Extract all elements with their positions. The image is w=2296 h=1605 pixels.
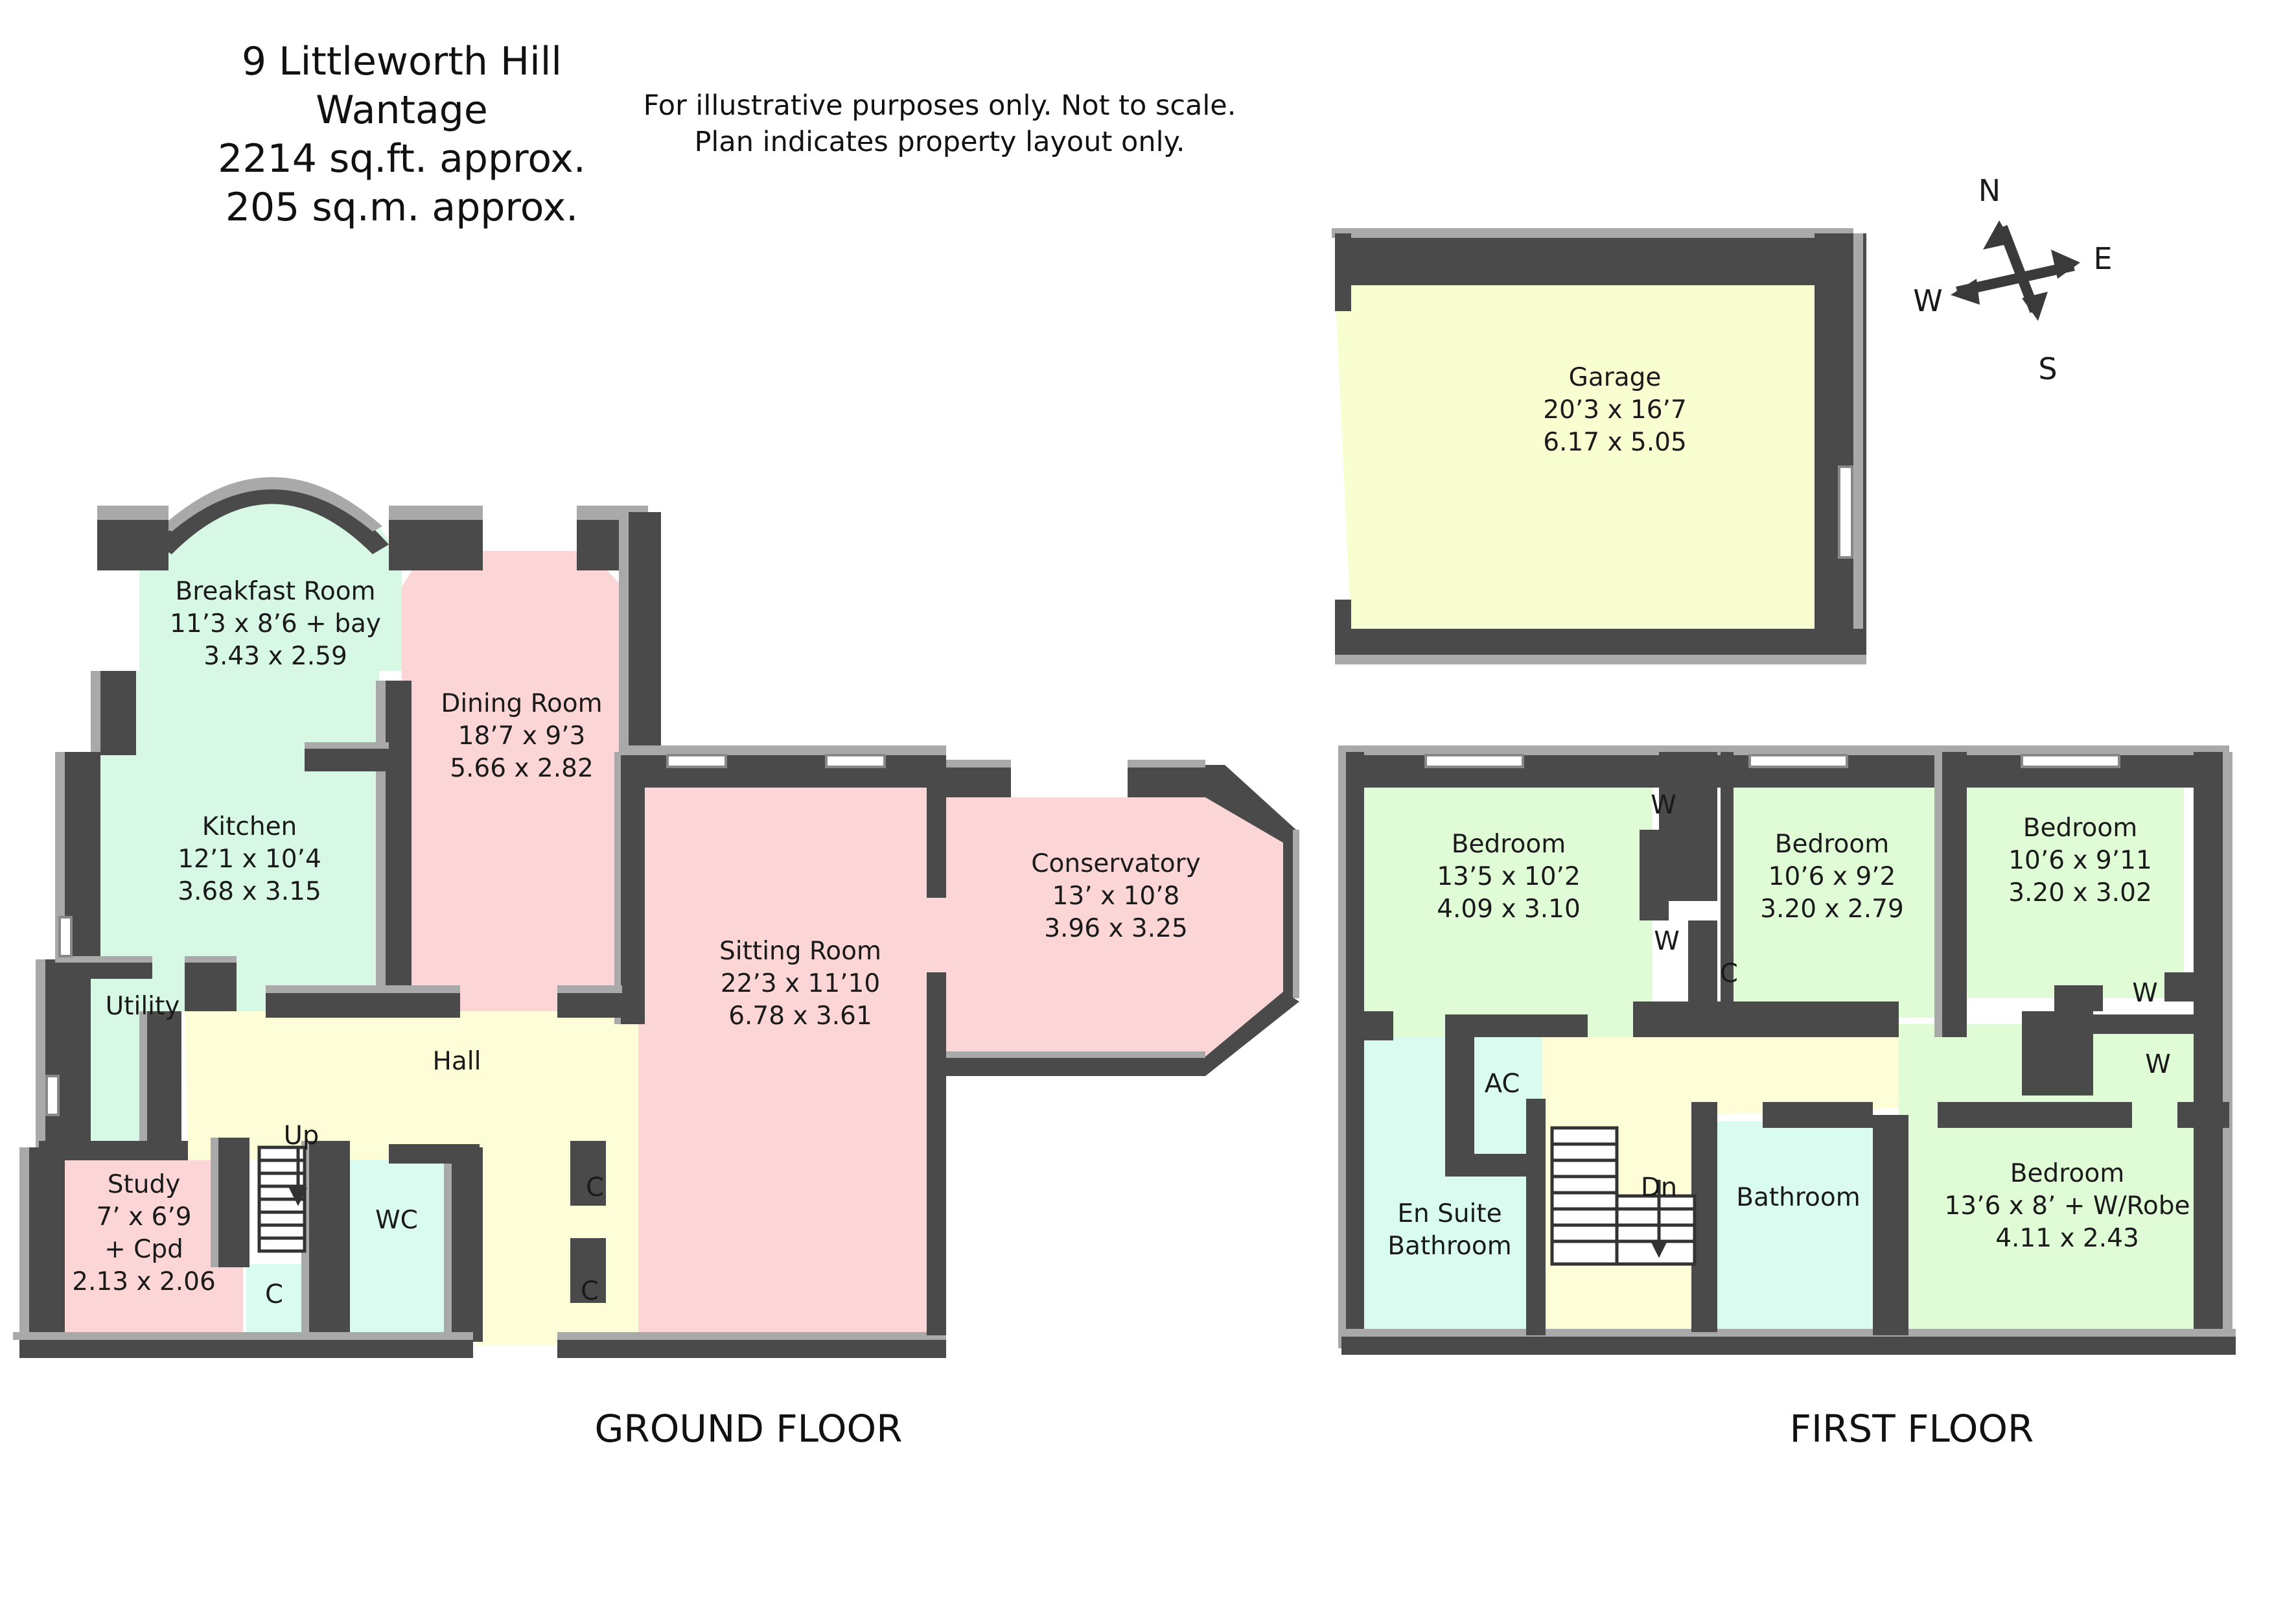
- wardrobe-label-1: W: [1651, 790, 1676, 820]
- compass-rose: N E S W: [1913, 173, 2112, 386]
- ground-floor-label: GROUND FLOOR: [594, 1407, 903, 1451]
- bathroom-name: Bathroom: [1736, 1183, 1861, 1212]
- cupboard-floor: [246, 1264, 311, 1332]
- garage-floor: [1335, 285, 1831, 629]
- compass-w: W: [1913, 283, 1942, 318]
- cupboard-label-study: C: [265, 1280, 283, 1309]
- sitting-name: Sitting Room: [719, 937, 881, 966]
- wardrobe-label-2: W: [1654, 926, 1680, 956]
- first-floor-plan: [1338, 745, 2236, 1355]
- wardrobe-label-4: W: [2145, 1049, 2171, 1079]
- bedroom3-name: Bedroom: [2023, 814, 2137, 843]
- bedroom2-imperial: 10’6 x 9’2: [1768, 862, 1896, 891]
- first-floor-label: FIRST FLOOR: [1789, 1407, 2034, 1451]
- address-line2: Wantage: [316, 88, 488, 133]
- ensuite-line2: Bathroom: [1387, 1232, 1512, 1261]
- bedroom1-name: Bedroom: [1452, 830, 1566, 859]
- cupboard-label-landing: C: [1720, 959, 1738, 989]
- markers: Up Dn C C C C W W W W AC: [265, 790, 2171, 1309]
- airing-cupboard-label: AC: [1485, 1069, 1520, 1099]
- bedroom3-metric: 3.20 x 3.02: [2008, 878, 2152, 908]
- bedroom3-imperial: 10’6 x 9’11: [2008, 846, 2152, 875]
- breakfast-name: Breakfast Room: [175, 577, 375, 606]
- bedroom4-name: Bedroom: [2010, 1159, 2124, 1188]
- disclaimer-block: For illustrative purposes only. Not to s…: [616, 88, 1264, 160]
- kitchen-name: Kitchen: [202, 812, 297, 841]
- address-line1: 9 Littleworth Hill: [241, 39, 562, 84]
- garage-name: Garage: [1569, 363, 1662, 392]
- bathroom-floor: [1717, 1121, 1873, 1332]
- bedroom1-metric: 4.09 x 3.10: [1437, 895, 1581, 924]
- sitting-metric: 6.78 x 3.61: [728, 1002, 872, 1031]
- first-stairs: [1550, 1126, 1697, 1266]
- kitchen-metric: 3.68 x 3.15: [178, 877, 321, 906]
- garage-metric: 6.17 x 5.05: [1543, 428, 1687, 457]
- room-labels: Breakfast Room 11’3 x 8’6 + bay 3.43 x 2…: [72, 363, 2190, 1296]
- dining-room-floor: [402, 551, 622, 1011]
- bedroom2-metric: 3.20 x 2.79: [1760, 895, 1904, 924]
- compass-s: S: [2038, 351, 2057, 386]
- sitting-room-floor: [638, 788, 940, 1335]
- first-walls: [1338, 745, 2236, 1355]
- area-sqft: 2214 sq.ft. approx.: [218, 136, 586, 182]
- area-sqm: 205 sq.m. approx.: [225, 185, 579, 230]
- cupboard-label-hall-2: C: [581, 1276, 599, 1306]
- study-imperial: 7’ x 6’9: [96, 1202, 191, 1232]
- dining-name: Dining Room: [441, 689, 602, 718]
- stairs-down-label: Dn: [1641, 1173, 1677, 1202]
- dining-metric: 5.66 x 2.82: [450, 754, 594, 783]
- breakfast-imperial: 11’3 x 8’6 + bay: [170, 609, 381, 638]
- ground-walls: [13, 477, 1299, 1358]
- conservatory-metric: 3.96 x 3.25: [1044, 914, 1188, 943]
- bedroom2-floor: [1724, 788, 1938, 1018]
- property-address-block: 9 Littleworth Hill Wantage 2214 sq.ft. a…: [207, 38, 596, 232]
- breakfast-room-floor: [97, 493, 402, 1011]
- garage-plan: [1332, 228, 1866, 664]
- garage-imperial: 20’3 x 16’7: [1543, 395, 1687, 425]
- stairs-up-label: Up: [284, 1121, 319, 1151]
- disclaimer-line2: Plan indicates property layout only.: [694, 126, 1185, 158]
- ground-stairs: [257, 1145, 308, 1253]
- study-extra: + Cpd: [104, 1235, 183, 1264]
- compass-n: N: [1978, 173, 2000, 208]
- wc-floor: [337, 1160, 460, 1332]
- bedroom4-metric: 4.11 x 2.43: [1995, 1224, 2139, 1253]
- bedroom1-imperial: 13’5 x 10’2: [1437, 862, 1581, 891]
- conservatory-name: Conservatory: [1031, 849, 1200, 878]
- study-metric: 2.13 x 2.06: [72, 1267, 216, 1296]
- conservatory-imperial: 13’ x 10’8: [1052, 882, 1180, 911]
- compass-e: E: [2093, 241, 2112, 276]
- hall-name: Hall: [433, 1047, 481, 1076]
- bedroom3-floor: [1957, 788, 2184, 998]
- cupboard-label-hall-1: C: [586, 1173, 604, 1202]
- wardrobe-label-3: W: [2132, 978, 2158, 1008]
- kitchen-imperial: 12’1 x 10’4: [178, 845, 321, 874]
- utility-name: Utility: [106, 992, 180, 1021]
- airing-cupboard-floor: [1474, 1037, 1536, 1167]
- ensuite-line1: En Suite: [1397, 1199, 1502, 1228]
- conservatory-floor: [940, 797, 1283, 1057]
- bedroom4-imperial: 13’6 x 8’ + W/Robe: [1944, 1191, 2190, 1221]
- wc-name: WC: [375, 1206, 418, 1235]
- bedroom1-floor: [1354, 788, 1652, 1040]
- bedroom2-name: Bedroom: [1775, 830, 1889, 859]
- study-name: Study: [108, 1170, 181, 1199]
- ground-floor-plan: [13, 477, 1299, 1358]
- dining-imperial: 18’7 x 9’3: [458, 721, 586, 751]
- hall-floor: [185, 1011, 638, 1345]
- sitting-imperial: 22’3 x 11’10: [721, 969, 880, 998]
- disclaimer-line1: For illustrative purposes only. Not to s…: [643, 89, 1236, 122]
- breakfast-metric: 3.43 x 2.59: [203, 642, 347, 671]
